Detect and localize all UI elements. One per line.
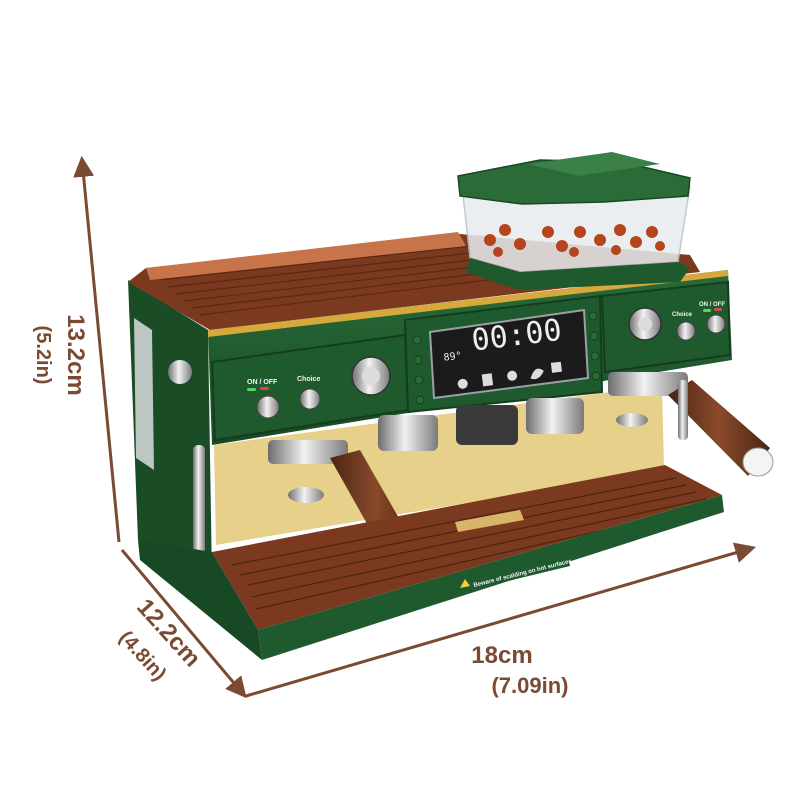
right-steam-wand <box>678 380 688 440</box>
display-temperature: 89° <box>443 351 462 364</box>
center-group-head-right <box>526 398 584 434</box>
right-led-green <box>703 309 711 312</box>
side-window <box>134 318 154 470</box>
mug-icon <box>550 361 562 373</box>
center-group-head-mid <box>456 405 518 445</box>
lcd-display <box>428 308 590 400</box>
width-arrow <box>245 542 757 698</box>
width-in-label: (7.09in) <box>491 673 568 698</box>
coffee-beans <box>484 224 665 257</box>
right-control-panel <box>600 280 732 374</box>
left-knob-center <box>362 367 380 385</box>
hopper-base <box>466 258 690 290</box>
right-power-label: ON / OFF <box>699 302 725 308</box>
left-power-button[interactable] <box>256 395 280 419</box>
left-led-red <box>260 387 269 390</box>
right-power-button[interactable] <box>706 314 726 334</box>
right-portafilter-handle[interactable] <box>668 380 770 476</box>
right-choice-label: Choice <box>672 312 693 318</box>
top-grille <box>159 245 521 316</box>
right-knob-center <box>638 317 652 331</box>
bean-icon <box>507 370 518 381</box>
warning-icon <box>460 579 470 588</box>
base-left <box>138 540 262 660</box>
right-group-head <box>608 372 688 396</box>
height-cm-label: 13.2cm <box>62 314 89 395</box>
right-handle-cap <box>742 447 774 477</box>
panel-studs <box>412 311 601 405</box>
drip-tray <box>212 465 722 630</box>
hopper-lid-top <box>528 152 660 176</box>
display-icons <box>457 361 562 389</box>
left-choice-button[interactable] <box>299 388 321 410</box>
left-group-head <box>268 440 348 464</box>
height-in-label: (5.2in) <box>32 326 54 385</box>
height-arrow <box>73 155 121 543</box>
center-group-head-left <box>378 415 438 451</box>
warning-label-bg <box>452 556 570 594</box>
right-choice-button[interactable] <box>676 321 696 341</box>
left-led-green <box>247 388 256 391</box>
left-power-label: ON / OFF <box>247 379 278 386</box>
gold-trim <box>208 270 728 337</box>
left-steam-knob[interactable] <box>168 360 192 384</box>
left-spout <box>288 487 324 503</box>
cup-icon <box>457 378 468 389</box>
right-spout <box>616 413 648 427</box>
width-cm-label: 18cm <box>471 642 532 669</box>
right-led-red <box>714 308 722 311</box>
machine-icon <box>481 373 494 387</box>
espresso-machine: ON / OFF Choice 00:00 89° Choice ON / O <box>128 152 774 660</box>
left-choice-label: Choice <box>297 376 320 383</box>
top-edge-tiles <box>146 232 466 280</box>
drip-tray-plate <box>455 510 524 532</box>
leaf-icon <box>530 368 544 380</box>
left-steam-wand <box>193 445 205 565</box>
depth-arrow <box>120 549 247 699</box>
